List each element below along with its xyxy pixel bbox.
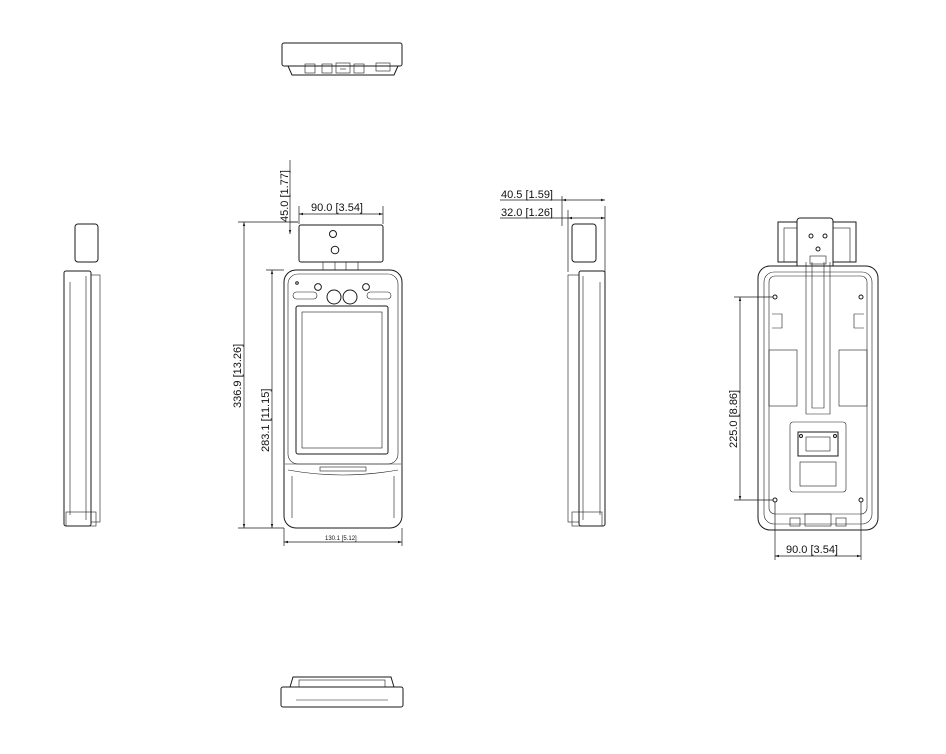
dim-body-width-label: 130.1 [5.12] — [325, 536, 357, 542]
top-view — [281, 42, 403, 76]
rear-view — [757, 217, 879, 531]
dim-mount-width: 90.0 [3.54] — [774, 502, 862, 560]
dim-body-height: 283.1 [11.15] — [260, 269, 284, 528]
front-view — [283, 224, 403, 529]
dim-overall-height: 336.9 [13.26] — [232, 221, 298, 529]
dim-side-depth-body-label: 32.0 [1.26] — [501, 207, 553, 219]
bottom-view — [280, 676, 404, 708]
dim-mount-height-label: 225.0 [8.86] — [728, 390, 740, 448]
dim-side-depth-total: 40.5 [1.59] — [500, 189, 606, 272]
dim-top-module-width-label: 90.0 [3.54] — [311, 202, 363, 214]
dim-body-height-label: 283.1 [11.15] — [260, 389, 272, 452]
dim-body-width: 130.1 [5.12] — [283, 528, 403, 546]
dim-top-overall-height: 45.0 [1.77] — [279, 160, 298, 234]
dim-top-overall-height-label: 45.0 [1.77] — [279, 170, 291, 222]
dim-overall-height-label: 336.9 [13.26] — [232, 344, 244, 408]
dim-side-depth-body: 32.0 [1.26] — [500, 207, 605, 272]
dim-mount-width-label: 90.0 [3.54] — [786, 544, 838, 556]
right-side-view — [567, 223, 606, 527]
left-side-view — [63, 223, 101, 527]
dim-side-depth-total-label: 40.5 [1.59] — [501, 189, 553, 201]
dim-top-module-width: 90.0 [3.54] — [298, 202, 384, 224]
dim-mount-height: 225.0 [8.86] — [728, 296, 773, 501]
